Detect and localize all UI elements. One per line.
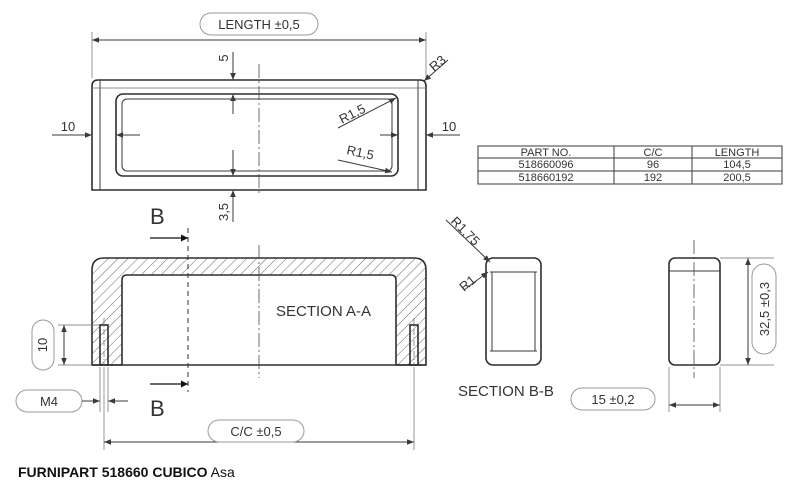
footer-brand: FURNIPART 518660 CUBICO	[18, 464, 208, 480]
table-header-part: PART NO.	[521, 147, 572, 159]
width-label: 15 ±0,2	[591, 392, 634, 407]
centre-distance-dimension: C/C ±0,5	[103, 367, 415, 450]
radius-r3: R3	[423, 52, 449, 82]
radius-b1-label: R1,75	[448, 214, 483, 249]
side-left-label: 10	[61, 119, 75, 134]
footer-caption: FURNIPART 518660 CUBICO Asa	[18, 464, 235, 480]
side-right-label: 10	[442, 119, 456, 134]
thread-height-label: 10	[35, 338, 50, 352]
table-cell: 518660192	[518, 172, 573, 184]
section-b-cut: B B	[150, 204, 189, 421]
height-label: 32,5 ±0,3	[757, 282, 772, 336]
radius-section-b: R1,75 R1	[445, 214, 491, 294]
bottom-offset-label: 3,5	[216, 203, 231, 221]
section-b-label: SECTION B-B	[458, 383, 554, 400]
radius-b2-label: R1	[456, 272, 478, 294]
length-label: LENGTH ±0,5	[218, 17, 300, 32]
section-a-view: SECTION A-A	[91, 245, 427, 378]
table-cell: 518660096	[518, 159, 573, 171]
section-marker-bottom: B	[150, 396, 165, 421]
footer-suffix: Asa	[207, 464, 235, 480]
table-header-length: LENGTH	[715, 147, 760, 159]
length-dimension: LENGTH ±0,5	[91, 12, 427, 78]
centre-distance-label: C/C ±0,5	[230, 424, 281, 439]
radius-inner-1-label: R1,5	[337, 101, 368, 127]
table-header-cc: C/C	[644, 147, 663, 159]
top-offset-dimension: 5	[216, 52, 236, 114]
thread-size-dimension: M4	[15, 367, 128, 413]
top-offset-label: 5	[216, 54, 231, 61]
thread-height-dimension: 10	[31, 319, 100, 371]
radius-inner-2-label: R1,5	[345, 142, 375, 162]
table-cell: 104,5	[723, 159, 751, 171]
bottom-offset-dimension: 3,5	[216, 150, 236, 222]
table-cell: 200,5	[723, 172, 751, 184]
side-view: 32,5 ±0,3 15 ±0,2	[570, 240, 777, 412]
section-b-view: SECTION B-B	[458, 257, 554, 400]
table-cell: 96	[647, 159, 659, 171]
section-a-label: SECTION A-A	[276, 303, 371, 320]
thread-size-label: M4	[40, 394, 58, 409]
top-view	[91, 64, 427, 194]
radius-r3-label: R3	[426, 52, 448, 74]
section-marker-top: B	[150, 204, 165, 229]
table-cell: 192	[644, 172, 662, 184]
part-table: PART NO. C/C LENGTH 518660096 96 104,5 5…	[477, 145, 783, 185]
side-dimensions: 10 10	[52, 119, 460, 138]
